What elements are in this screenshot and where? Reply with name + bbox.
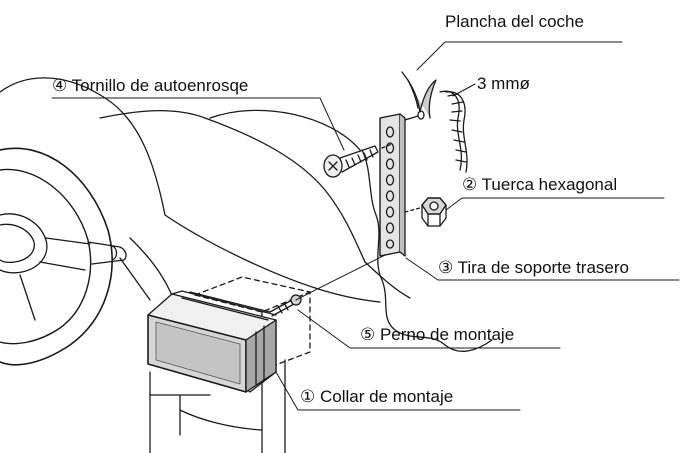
dashboard-opening bbox=[179, 359, 286, 453]
hex-nut bbox=[404, 197, 447, 227]
dashboard-outline bbox=[0, 77, 381, 453]
label-mounting-collar: ① Collar de montaje bbox=[300, 387, 454, 406]
label-mounting-bolt: ⑤ Perno de montaje bbox=[360, 325, 515, 344]
car-plate bbox=[401, 71, 437, 119]
label-hex-nut: ② Tuerca hexagonal bbox=[462, 175, 618, 194]
leader-lines bbox=[51, 41, 680, 411]
label-rear-support-strap: ③ Tira de soporte trasero bbox=[438, 258, 629, 277]
rear-support-strap bbox=[379, 113, 406, 257]
wire-3mm bbox=[439, 90, 468, 173]
steering-wheel bbox=[0, 147, 113, 366]
small-screw bbox=[404, 110, 425, 121]
steering-column bbox=[87, 241, 151, 301]
label-car-plate: Plancha del coche bbox=[445, 12, 584, 31]
car-panel-outline bbox=[361, 149, 493, 352]
label-wire-thickness: 3 mmø bbox=[477, 74, 530, 93]
label-self-tapping-screw: ④ Tornillo de autoenrosqe bbox=[52, 76, 249, 95]
self-tapping-screw bbox=[323, 143, 393, 178]
mounting-bolt bbox=[269, 294, 302, 317]
radio-unit bbox=[147, 290, 277, 393]
